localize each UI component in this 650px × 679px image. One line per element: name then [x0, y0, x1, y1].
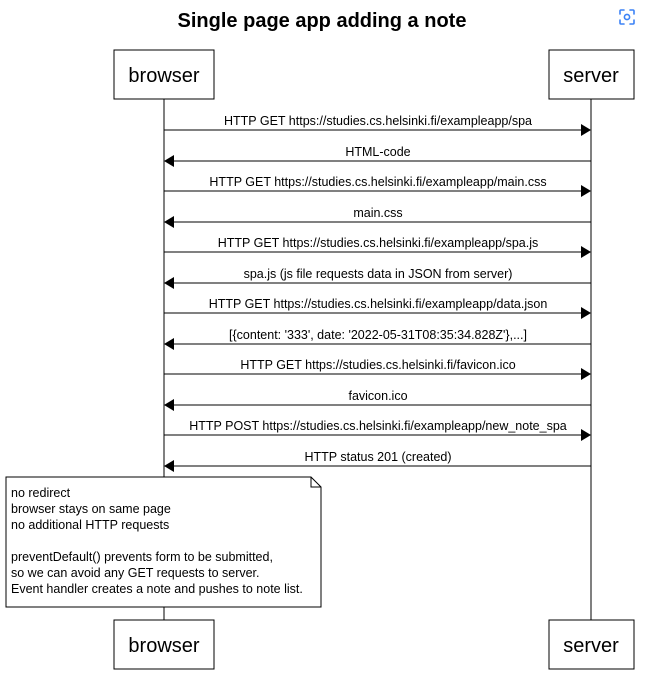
message-label: [{content: '333', date: '2022-05-31T08:3… [229, 328, 527, 342]
message-1: HTTP GET https://studies.cs.helsinki.fi/… [164, 114, 591, 136]
message-label: HTTP status 201 (created) [304, 450, 451, 464]
arrow-head-icon [164, 277, 174, 289]
arrow-head-icon [581, 124, 591, 136]
arrow-head-icon [581, 246, 591, 258]
message-label: main.css [353, 206, 402, 220]
message-11: HTTP POST https://studies.cs.helsinki.fi… [164, 419, 591, 441]
arrow-head-icon [164, 399, 174, 411]
messages-group: HTTP GET https://studies.cs.helsinki.fi/… [164, 114, 591, 472]
message-label: HTTP GET https://studies.cs.helsinki.fi/… [209, 175, 546, 189]
message-5: HTTP GET https://studies.cs.helsinki.fi/… [164, 236, 591, 258]
message-label: HTTP GET https://studies.cs.helsinki.fi/… [224, 114, 532, 128]
note-text-block: no redirect browser stays on same page no … [11, 486, 303, 596]
server-actor-label-bottom: server [563, 635, 619, 657]
browser-actor-label: browser [128, 65, 199, 87]
note-line: Event handler creates a note and pushes … [11, 582, 303, 596]
message-2: HTML-code [164, 145, 591, 167]
arrow-head-icon [164, 338, 174, 350]
message-label: HTTP GET https://studies.cs.helsinki.fi/… [218, 236, 539, 250]
note-line: preventDefault() prevents form to be sub… [11, 550, 273, 564]
arrow-head-icon [164, 155, 174, 167]
message-6: spa.js (js file requests data in JSON fr… [164, 267, 591, 289]
arrow-head-icon [164, 216, 174, 228]
arrow-head-icon [164, 460, 174, 472]
message-label: HTTP GET https://studies.cs.helsinki.fi/… [240, 358, 515, 372]
message-3: HTTP GET https://studies.cs.helsinki.fi/… [164, 175, 591, 197]
note-line: no additional HTTP requests [11, 518, 169, 532]
message-8: [{content: '333', date: '2022-05-31T08:3… [164, 328, 591, 350]
diagram-title: Single page app adding a note [178, 10, 467, 32]
server-actor-top: server [548, 49, 635, 100]
message-7: HTTP GET https://studies.cs.helsinki.fi/… [164, 297, 591, 319]
message-10: favicon.ico [164, 389, 591, 411]
message-label: favicon.ico [348, 389, 407, 403]
note: no redirect browser stays on same page no … [5, 476, 322, 608]
message-label: HTML-code [345, 145, 410, 159]
message-label: HTTP POST https://studies.cs.helsinki.fi… [189, 419, 567, 433]
server-actor-label: server [563, 65, 619, 87]
arrow-head-icon [581, 429, 591, 441]
browser-actor-top: browser [113, 49, 215, 100]
browser-actor-label-bottom: browser [128, 635, 199, 657]
message-label: HTTP GET https://studies.cs.helsinki.fi/… [209, 297, 548, 311]
arrow-head-icon [581, 307, 591, 319]
message-4: main.css [164, 206, 591, 228]
note-line: no redirect [11, 486, 71, 500]
browser-actor-bottom: browser [113, 619, 215, 670]
message-label: spa.js (js file requests data in JSON fr… [244, 267, 513, 281]
arrow-head-icon [581, 185, 591, 197]
message-9: HTTP GET https://studies.cs.helsinki.fi/… [164, 358, 591, 380]
message-12: HTTP status 201 (created) [164, 450, 591, 472]
note-line: browser stays on same page [11, 502, 171, 516]
note-line: so we can avoid any GET requests to serv… [11, 566, 260, 580]
expand-icon[interactable] [619, 9, 635, 25]
server-actor-bottom: server [548, 619, 635, 670]
arrow-head-icon [581, 368, 591, 380]
